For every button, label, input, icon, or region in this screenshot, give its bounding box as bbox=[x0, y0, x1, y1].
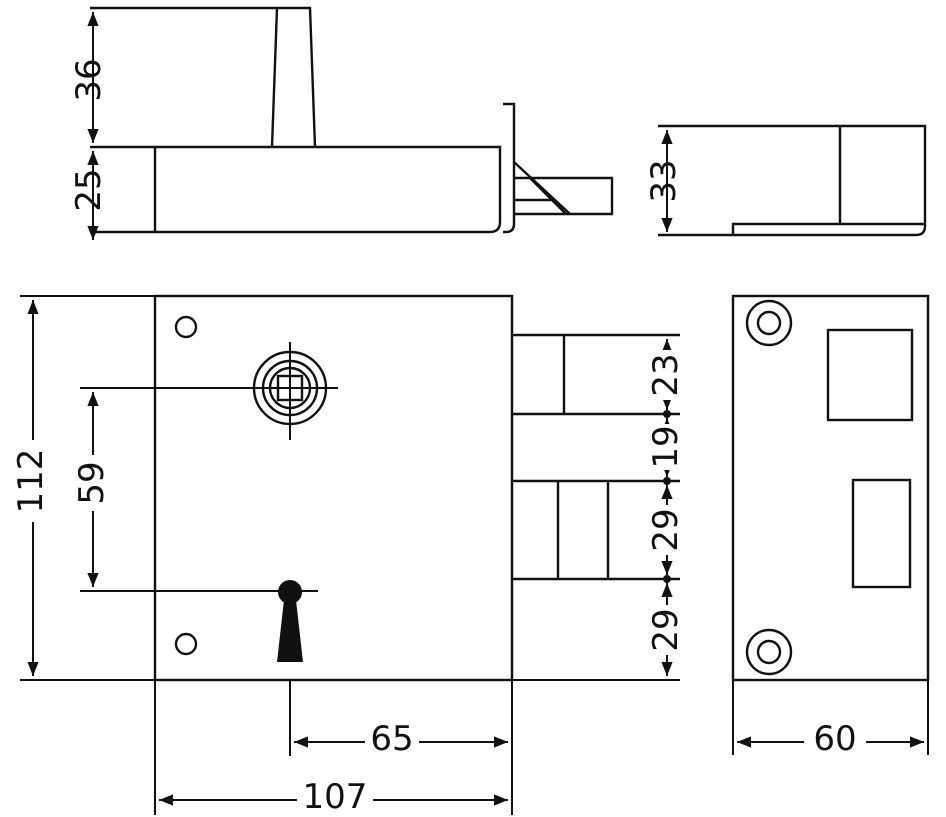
faceplate-screw-top-outer bbox=[745, 299, 793, 347]
dim-end-view-height: 33 bbox=[644, 159, 684, 202]
front-view bbox=[80, 294, 680, 682]
dim-cylinder-to-keyhole: 59 bbox=[72, 461, 112, 504]
dim-top-bolt-height: 36 bbox=[69, 58, 109, 101]
dim-gap-between-bolts: 19 bbox=[646, 425, 686, 468]
side-view: 60 bbox=[731, 294, 930, 759]
keyhole-slot bbox=[277, 600, 303, 662]
end-view-inner-step bbox=[731, 222, 925, 235]
end-view-outline bbox=[658, 124, 927, 237]
top-view bbox=[90, 6, 614, 234]
dim-dead-bolt-to-bottom: 29 bbox=[646, 608, 686, 651]
faceplate-screw-bottom-outer bbox=[745, 628, 793, 676]
dim-overall-height: 112 bbox=[11, 449, 51, 514]
front-view-case bbox=[153, 294, 514, 682]
dim-latch-bolt-height: 23 bbox=[646, 353, 686, 396]
latch-bolt bbox=[512, 333, 680, 416]
faceplate-outline bbox=[731, 294, 930, 682]
dead-bolt bbox=[512, 479, 680, 581]
top-view-knob-boss bbox=[90, 6, 317, 148]
dim-faceplate-width: 60 bbox=[813, 719, 856, 759]
top-view-case-outline bbox=[90, 145, 502, 234]
faceplate-screw-bottom-inner bbox=[756, 639, 782, 665]
dim-backset: 65 bbox=[370, 719, 413, 759]
dim-overall-width: 107 bbox=[303, 777, 368, 817]
top-view-dimensions: 36 25 bbox=[69, 11, 109, 240]
screw-hole-top-left bbox=[174, 315, 198, 339]
front-view-dimensions: 112 59 23 19 29 29 65 107 bbox=[10, 295, 689, 817]
dim-case-height-top-view: 25 bbox=[69, 168, 109, 211]
top-view-bolt bbox=[514, 176, 614, 216]
screw-hole-bottom-left bbox=[174, 632, 198, 656]
dim-dead-bolt-height: 29 bbox=[646, 508, 686, 551]
latch-bolt-opening bbox=[826, 328, 914, 422]
faceplate-screw-top-inner bbox=[756, 310, 782, 336]
end-view: 33 bbox=[644, 124, 927, 237]
top-view-latch-bevel bbox=[513, 161, 571, 215]
dead-bolt-opening bbox=[851, 478, 912, 589]
top-view-faceplate bbox=[503, 102, 516, 234]
